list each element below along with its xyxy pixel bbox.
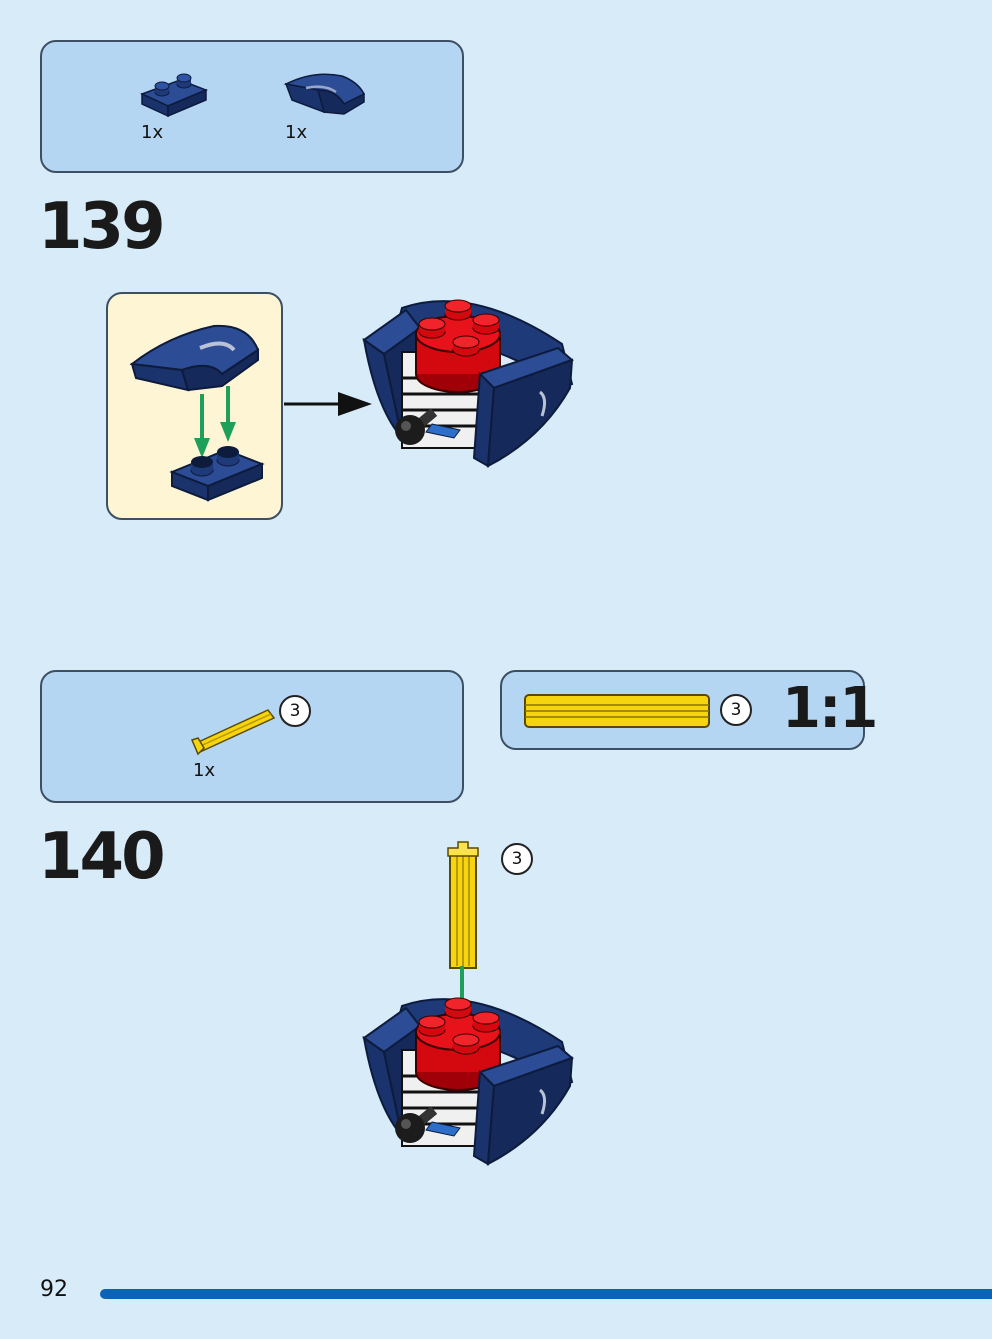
scale-reference-box: 3 1:1 — [500, 670, 878, 750]
axle-length-badge: 3 — [279, 695, 311, 727]
axle-length-callout: 3 — [501, 843, 533, 875]
scale-length-badge: 3 — [720, 694, 752, 726]
part-quantity: 1x — [141, 122, 164, 143]
step-number-139: 139 — [38, 190, 166, 264]
subassembly-callout — [106, 292, 283, 520]
model-illustration-step-140 — [362, 997, 574, 1166]
scale-label: 1:1 — [782, 676, 878, 741]
yellow-axle-vertical-icon — [447, 841, 479, 969]
part-quantity: 1x — [193, 760, 216, 781]
yellow-axle-icon — [190, 709, 276, 756]
parts-list-step-139: 1x 1x — [40, 40, 464, 173]
page-progress-bar — [100, 1289, 992, 1299]
model-illustration-step-139 — [362, 299, 574, 468]
yellow-axle-scale-icon — [524, 694, 710, 728]
dark-blue-plate-1x2-icon — [140, 73, 209, 118]
subassembly-illustration — [129, 324, 265, 502]
step-number-140: 140 — [38, 820, 166, 894]
dark-blue-curved-slope-icon — [283, 73, 366, 115]
page-number: 92 — [40, 1277, 68, 1302]
attach-arrow-icon — [284, 392, 372, 416]
parts-list-step-140: 1x 3 — [40, 670, 464, 803]
part-quantity: 1x — [285, 122, 308, 143]
